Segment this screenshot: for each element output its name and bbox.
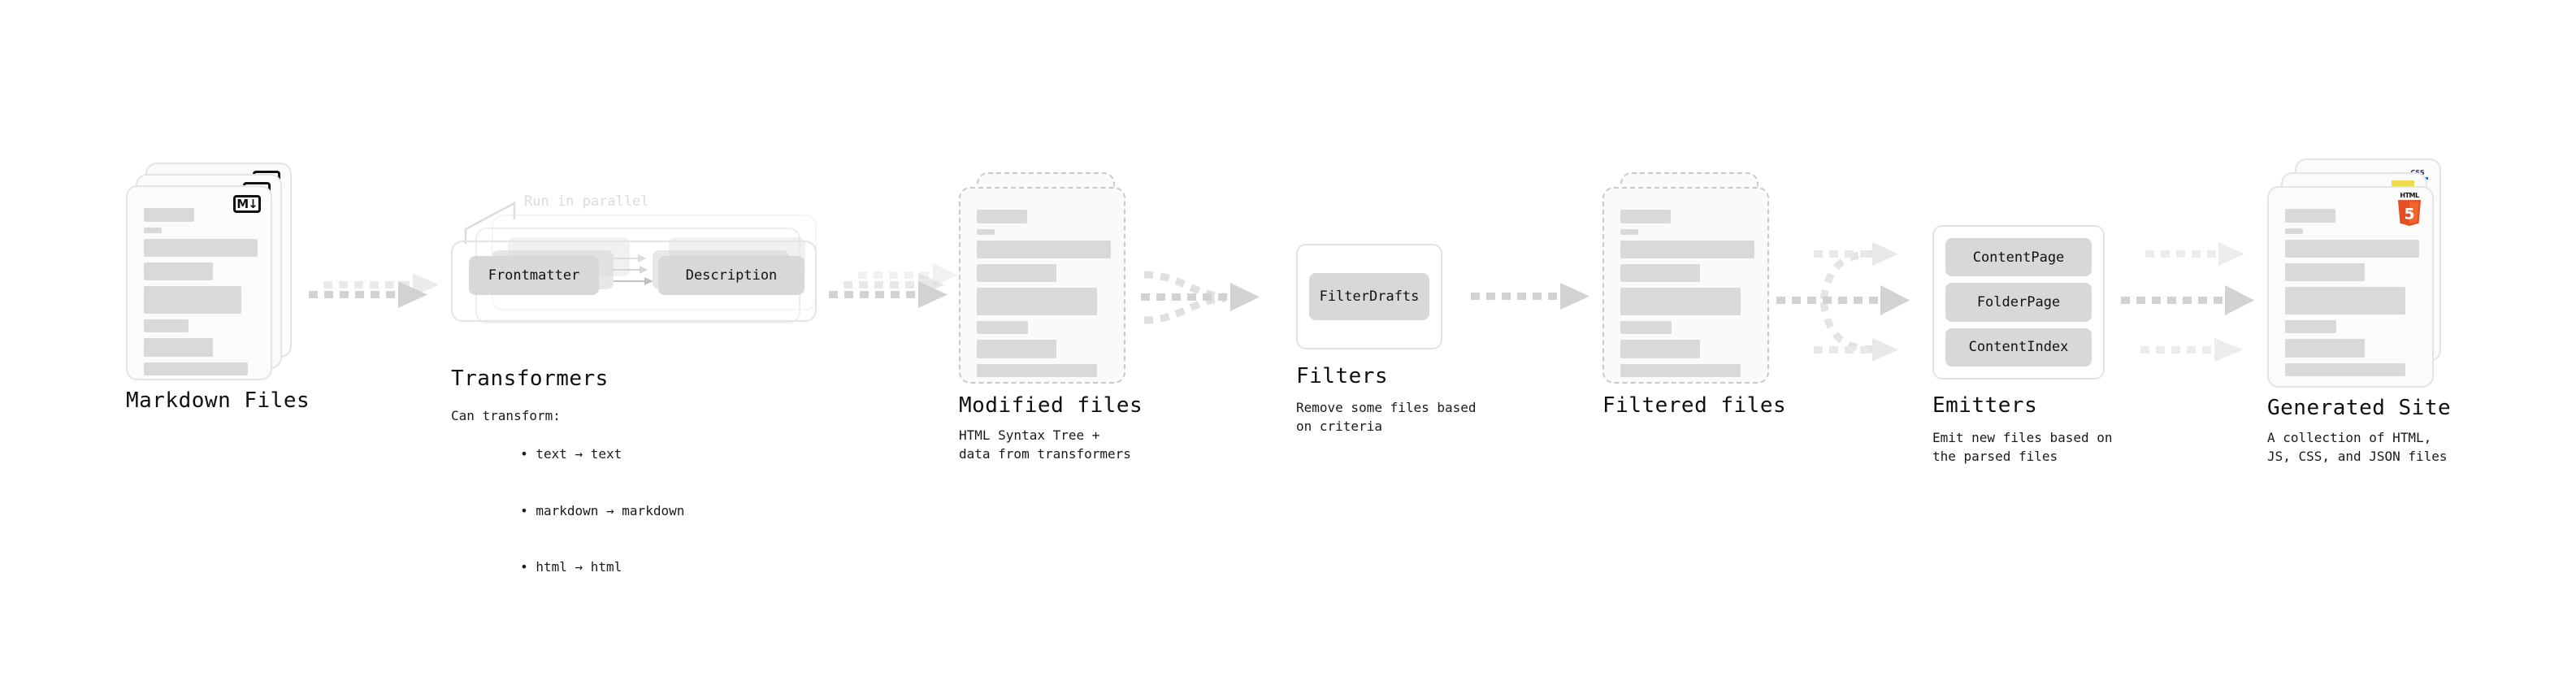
emitter-pill-contentindex[interactable]: ContentIndex bbox=[1945, 327, 2092, 367]
bullet-label: text → text bbox=[536, 446, 622, 462]
document-skeleton bbox=[144, 208, 258, 381]
skeleton-bar bbox=[144, 208, 194, 222]
filtered-card-front bbox=[1602, 187, 1769, 384]
bullet-dot: • bbox=[520, 502, 536, 518]
skeleton-bar bbox=[977, 241, 1111, 258]
connector-md-to-transformers bbox=[309, 273, 439, 308]
bullet-dot: • bbox=[520, 559, 536, 575]
filter-pill-filterdrafts[interactable]: FilterDrafts bbox=[1309, 273, 1429, 320]
connector-filtered-to-emitters bbox=[1776, 242, 1910, 362]
markdown-doc-stack: M↓ M↓ M↓ bbox=[126, 163, 297, 380]
html5-badge-word: HTML bbox=[2400, 192, 2419, 199]
stage-generated-site: CSS HTML 5 bbox=[2267, 158, 2454, 464]
connector-emitters-to-site bbox=[2121, 242, 2254, 362]
skeleton-bar bbox=[977, 288, 1097, 315]
skeleton-bar bbox=[1620, 288, 1741, 315]
emitter-pill-contentpage[interactable]: ContentPage bbox=[1945, 238, 2092, 277]
bullet-label: html → html bbox=[536, 559, 622, 575]
transformer-pill-description[interactable]: Description bbox=[658, 256, 804, 295]
skeleton-bar bbox=[1620, 241, 1754, 258]
stage-title-markdown-files: Markdown Files bbox=[126, 388, 310, 413]
skeleton-bar bbox=[2285, 339, 2365, 358]
skeleton-bar bbox=[977, 321, 1028, 334]
skeleton-bar bbox=[2285, 320, 2336, 333]
transformers-subtitle: Can transform: bbox=[451, 408, 561, 423]
skeleton-bar bbox=[977, 210, 1027, 223]
stage-filters: FilterDrafts Filters Remove some files b… bbox=[1296, 244, 1477, 434]
skeleton-bar bbox=[2285, 240, 2419, 258]
skeleton-bar bbox=[977, 229, 995, 235]
skeleton-bar bbox=[144, 362, 248, 375]
skeleton-bar bbox=[2285, 209, 2335, 223]
html5-shield: 5 bbox=[2397, 200, 2422, 226]
skeleton-bar bbox=[2285, 363, 2405, 376]
stage-title-filters: Filters bbox=[1296, 364, 1389, 388]
skeleton-bar bbox=[1620, 264, 1700, 282]
generated-card-front-html: HTML 5 bbox=[2267, 186, 2434, 388]
skeleton-bar bbox=[1620, 229, 1638, 235]
connector-transformers-to-modified bbox=[829, 263, 957, 308]
stage-markdown-files: M↓ M↓ M↓ Markdown Files bbox=[126, 163, 310, 413]
markdown-card-front: M↓ bbox=[126, 185, 272, 380]
skeleton-bar bbox=[144, 286, 241, 314]
stage-title-transformers: Transformers bbox=[451, 367, 609, 391]
document-skeleton bbox=[2285, 209, 2419, 382]
document-skeleton bbox=[977, 210, 1111, 383]
bullet-dot: • bbox=[520, 446, 536, 462]
bullet-item: • html → html bbox=[458, 539, 684, 596]
skeleton-bar bbox=[144, 228, 162, 233]
bullet-item: • markdown → markdown bbox=[458, 483, 684, 540]
connector-modified-to-filters bbox=[1141, 271, 1260, 324]
skeleton-bar bbox=[1620, 321, 1672, 334]
skeleton-bar bbox=[144, 338, 213, 357]
svg-text:5: 5 bbox=[2404, 206, 2414, 223]
markdown-badge-icon: M↓ bbox=[233, 195, 261, 213]
skeleton-bar bbox=[1620, 210, 1671, 223]
skeleton-bar bbox=[2285, 263, 2365, 281]
skeleton-bar bbox=[144, 262, 213, 280]
emitters-subtitle: Emit new files based on the parsed files bbox=[1932, 430, 2113, 465]
generated-doc-stack: CSS HTML 5 bbox=[2267, 158, 2454, 388]
stage-emitters: ContentPage FolderPage ContentIndex Emit… bbox=[1932, 225, 2113, 464]
emitters-box: ContentPage FolderPage ContentIndex bbox=[1932, 225, 2105, 380]
skeleton-bar bbox=[144, 319, 189, 332]
annotation-run-in-parallel: Run in parallel bbox=[524, 193, 649, 210]
run-in-parallel-bracket bbox=[464, 201, 516, 244]
skeleton-bar bbox=[144, 239, 258, 257]
connector-filters-to-filtered bbox=[1471, 283, 1589, 310]
transformer-inner-arrows bbox=[610, 254, 653, 285]
bullet-label: markdown → markdown bbox=[536, 502, 685, 518]
document-skeleton bbox=[1620, 210, 1754, 383]
stage-modified-files: Modified files HTML Syntax Tree + data f… bbox=[959, 172, 1143, 462]
skeleton-bar bbox=[977, 364, 1097, 377]
transformers-bullet-list: • text → text • markdown → markdown • ht… bbox=[458, 426, 684, 596]
filters-subtitle: Remove some files based on criteria bbox=[1296, 400, 1477, 435]
filters-box: FilterDrafts bbox=[1296, 244, 1442, 349]
stage-title-generated-site: Generated Site bbox=[2267, 396, 2452, 420]
transformer-card-front: Frontmatter Description bbox=[451, 241, 817, 322]
modified-files-subtitle: HTML Syntax Tree + data from transformer… bbox=[959, 427, 1131, 462]
generated-site-subtitle: A collection of HTML, JS, CSS, and JSON … bbox=[2267, 430, 2448, 465]
stage-title-emitters: Emitters bbox=[1932, 393, 2038, 418]
skeleton-bar bbox=[2285, 228, 2303, 234]
emitter-pill-folderpage[interactable]: FolderPage bbox=[1945, 283, 2092, 322]
skeleton-bar bbox=[1620, 340, 1700, 358]
skeleton-bar bbox=[2285, 287, 2405, 314]
filtered-doc-stack bbox=[1602, 172, 1773, 384]
modified-doc-stack bbox=[959, 172, 1130, 384]
skeleton-bar bbox=[1620, 364, 1741, 377]
stage-title-modified-files: Modified files bbox=[959, 393, 1143, 418]
html5-badge-icon: HTML 5 bbox=[2396, 192, 2422, 226]
modified-card-front bbox=[959, 187, 1125, 384]
stage-filtered-files: Filtered files bbox=[1602, 172, 1786, 418]
bullet-item: • text → text bbox=[458, 426, 684, 483]
transformers-card-stack: Frontmatter Description bbox=[451, 215, 849, 345]
stage-title-filtered-files: Filtered files bbox=[1602, 393, 1787, 418]
transformer-pill-frontmatter[interactable]: Frontmatter bbox=[469, 256, 599, 295]
skeleton-bar bbox=[977, 264, 1056, 282]
skeleton-bar bbox=[977, 340, 1056, 358]
